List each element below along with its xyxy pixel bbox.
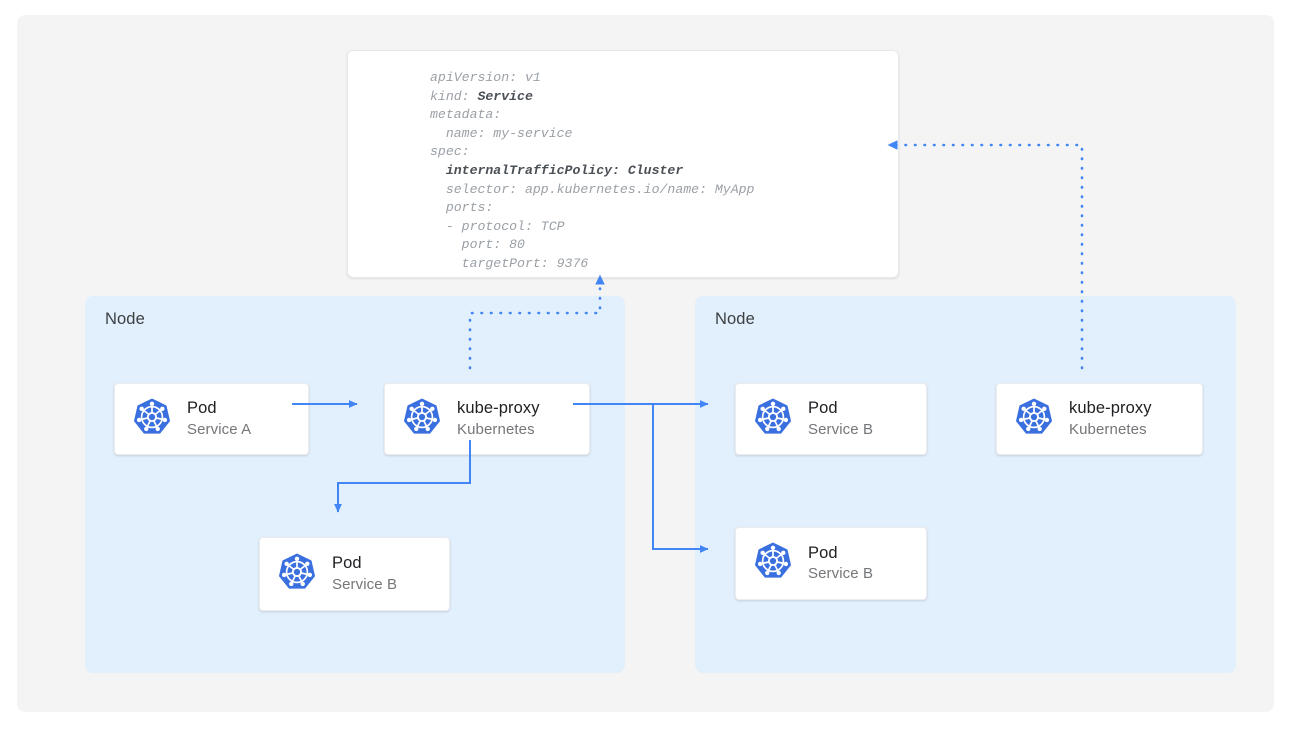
code-line: targetPort: 9376 [430, 255, 589, 271]
code-line: internalTrafficPolicy: Cluster [430, 162, 684, 178]
code-line: selector: app.kubernetes.io/name: MyApp [430, 181, 755, 197]
code-line: port: 80 [430, 237, 525, 253]
code-line: apiVersion: v1 [430, 70, 541, 85]
box-title: kube-proxy [457, 399, 540, 418]
service-yaml-code: apiVersion: v1 kind: Service metadata: nam… [430, 69, 754, 274]
box-subtitle: Service B [332, 575, 398, 593]
kubernetes-icon [752, 396, 794, 443]
code-line: ports: [430, 200, 494, 216]
node-label: Node [715, 310, 755, 328]
node-panel-left: Node [85, 296, 625, 673]
kube-proxy-left-box[interactable]: kube-proxy Kubernetes [384, 383, 590, 455]
box-subtitle: Kubernetes [457, 420, 535, 438]
node-label: Node [105, 310, 145, 328]
pod-service-b-right-bottom-box[interactable]: Pod Service B [735, 527, 927, 600]
kubernetes-icon [276, 551, 318, 598]
diagram-canvas: apiVersion: v1 kind: Service metadata: nam… [17, 15, 1274, 712]
box-title: Pod [808, 543, 838, 562]
node-panel-right: Node [695, 296, 1236, 673]
box-subtitle: Kubernetes [1069, 420, 1147, 438]
pod-service-a-box[interactable]: Pod Service A [114, 383, 309, 455]
box-subtitle: Service B [808, 565, 874, 583]
code-line: - protocol: TCP [430, 218, 565, 234]
code-line: spec: [430, 144, 470, 160]
pod-service-b-left-box[interactable]: Pod Service B [259, 537, 450, 611]
kubernetes-icon [131, 396, 173, 443]
box-title: Pod [808, 399, 838, 418]
kubernetes-icon [1013, 396, 1055, 443]
code-line: name: my-service [430, 125, 573, 141]
box-subtitle: Service B [808, 420, 874, 438]
kubernetes-icon [752, 540, 794, 587]
box-title: kube-proxy [1069, 399, 1152, 418]
box-subtitle: Service A [187, 420, 252, 438]
kubernetes-icon [401, 396, 443, 443]
box-title: Pod [187, 399, 217, 418]
kube-proxy-right-box[interactable]: kube-proxy Kubernetes [996, 383, 1203, 455]
service-yaml-card: apiVersion: v1 kind: Service metadata: nam… [347, 50, 899, 278]
box-title: Pod [332, 554, 362, 573]
pod-service-b-right-top-box[interactable]: Pod Service B [735, 383, 927, 455]
code-line: kind: Service [430, 88, 533, 104]
code-line: metadata: [430, 107, 502, 123]
